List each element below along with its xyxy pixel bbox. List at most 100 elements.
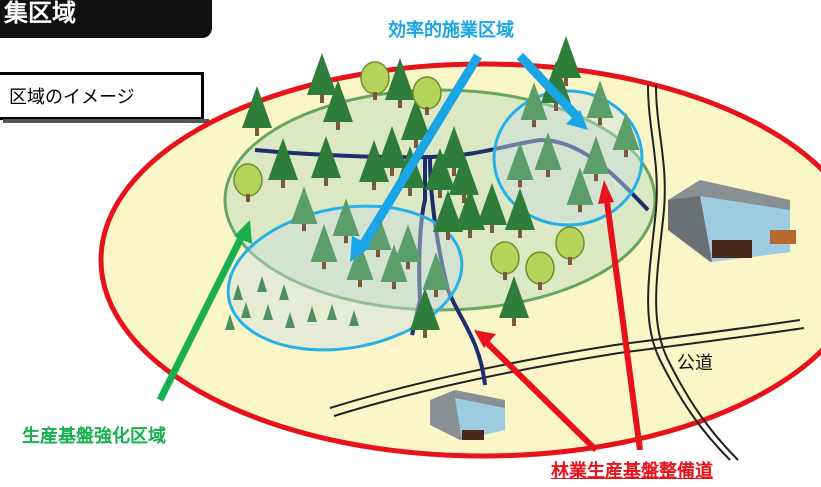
tree-trunk xyxy=(452,168,456,176)
sapling xyxy=(349,310,359,326)
sapling xyxy=(263,304,273,320)
conifer-tree xyxy=(612,112,640,150)
conifer-tree xyxy=(310,224,338,262)
broadleaf-tree xyxy=(233,163,263,197)
sapling xyxy=(257,276,267,292)
conifer-tree xyxy=(425,148,455,190)
tree-trunk xyxy=(468,230,472,238)
tree-trunk xyxy=(324,178,328,186)
conifer-tree xyxy=(455,188,485,230)
efficient-zone-label: 効率的施業区域 xyxy=(388,20,514,41)
section-title-tab: 集区域 xyxy=(0,0,212,38)
tree-trunk xyxy=(568,257,572,265)
tree-trunk xyxy=(255,128,259,136)
conifer-tree xyxy=(377,126,407,168)
tree-trunk xyxy=(438,190,442,198)
tree-trunk xyxy=(398,100,402,108)
broadleaf-tree xyxy=(360,61,390,95)
conifer-tree xyxy=(364,212,392,250)
tree-trunk xyxy=(532,120,536,128)
road-network-label: 林業生産基盤整備道 xyxy=(551,461,713,482)
tree-trunk xyxy=(546,170,550,178)
sapling xyxy=(241,302,251,318)
conifer-tree xyxy=(551,36,581,78)
tree-trunk xyxy=(434,290,438,298)
tree-trunk xyxy=(490,225,494,233)
conifer-tree xyxy=(433,190,463,232)
conifer-tree xyxy=(323,80,353,122)
conifer-tree xyxy=(385,58,415,100)
conifer-tree xyxy=(566,167,594,205)
conifer-tree xyxy=(394,224,422,262)
tree-trunk xyxy=(598,118,602,126)
tree-trunk xyxy=(281,180,285,188)
tree-trunk xyxy=(554,103,558,111)
conifer-tree xyxy=(380,244,408,282)
sapling xyxy=(285,312,295,328)
conifer-tree xyxy=(506,142,534,180)
tree-trunk xyxy=(320,95,324,103)
production-zone-label: 生産基盤強化区域 xyxy=(22,426,166,447)
sapling xyxy=(225,314,235,330)
tree-group xyxy=(225,36,640,338)
conifer-tree xyxy=(268,138,298,180)
conifer-tree xyxy=(534,132,562,170)
tree-trunk xyxy=(446,232,450,240)
tree-trunk xyxy=(392,282,396,290)
tree-trunk xyxy=(408,188,412,196)
tree-trunk xyxy=(462,195,466,203)
tree-trunk xyxy=(406,262,410,270)
conifer-tree xyxy=(586,80,614,118)
broadleaf-tree xyxy=(525,251,555,285)
public-road xyxy=(329,84,805,461)
tree-trunk xyxy=(376,250,380,258)
sapling xyxy=(327,304,337,320)
broadleaf-tree xyxy=(555,226,585,260)
tree-trunk xyxy=(358,280,362,288)
tree-trunk xyxy=(503,272,507,280)
tree-trunk xyxy=(538,282,542,290)
tree-trunk xyxy=(373,92,377,100)
tree-trunk xyxy=(594,174,598,182)
area-image-heading: 区域のイメージ xyxy=(0,72,209,123)
tree-trunk xyxy=(344,236,348,244)
area-image-label: 区域のイメージ xyxy=(9,87,135,108)
conifer-tree xyxy=(359,140,389,182)
tree-trunk xyxy=(518,230,522,238)
road-network-arrows xyxy=(474,180,643,453)
tree-trunk xyxy=(246,194,250,202)
tree-trunk xyxy=(578,205,582,213)
tree-trunk xyxy=(322,262,326,270)
conifer-tree xyxy=(410,288,440,330)
tree-trunk xyxy=(336,122,340,130)
conifer-tree xyxy=(290,186,318,224)
conifer-tree xyxy=(505,188,535,230)
conifer-tree xyxy=(346,242,374,280)
sawmill-building xyxy=(668,180,796,262)
conifer-tree xyxy=(439,126,469,168)
conifer-tree xyxy=(582,136,610,174)
tree-trunk xyxy=(564,78,568,86)
conifer-tree xyxy=(477,183,507,225)
broadleaf-tree xyxy=(490,241,520,275)
tree-trunk xyxy=(372,182,376,190)
tree-trunk xyxy=(518,180,522,188)
conifer-tree xyxy=(422,252,450,290)
tree-trunk xyxy=(512,318,516,326)
conifer-tree xyxy=(332,198,360,236)
conifer-tree xyxy=(307,53,337,95)
tree-trunk xyxy=(414,140,418,148)
production-zone-arrow xyxy=(156,220,252,402)
conifer-tree xyxy=(311,136,341,178)
tree-trunk xyxy=(624,150,628,158)
tree-trunk xyxy=(302,224,306,232)
conifer-tree xyxy=(520,82,548,120)
tree-trunk xyxy=(423,330,427,338)
conifer-tree xyxy=(401,98,431,140)
conifer-tree xyxy=(449,153,479,195)
small-sawmill-building xyxy=(430,390,505,440)
tree-trunk xyxy=(390,168,394,176)
sapling xyxy=(307,306,317,322)
conifer-tree xyxy=(242,86,272,128)
